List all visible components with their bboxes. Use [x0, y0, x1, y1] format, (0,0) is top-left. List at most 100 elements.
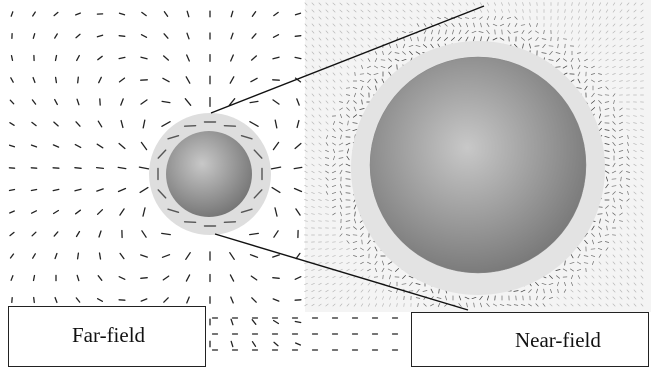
far-field-arrow [296, 13, 301, 15]
far-field-arrow [296, 209, 300, 215]
far-field-arrow [143, 120, 145, 128]
far-field-arrow [97, 35, 102, 37]
far-field-arrow [164, 34, 168, 38]
far-field-arrow [32, 145, 37, 147]
far-field-arrow [251, 78, 257, 81]
far-field-arrow [142, 231, 146, 237]
far-field-arrow [187, 55, 190, 61]
far-field-arrow [77, 275, 79, 280]
far-field-arrow [76, 34, 80, 37]
far-field-arrow [77, 99, 79, 104]
far-field-arrow [271, 167, 280, 169]
far-field-arrow [119, 57, 125, 58]
far-field-arrow [275, 120, 277, 128]
far-field-arrow [139, 167, 148, 169]
shell-arrow [185, 222, 196, 223]
far-field-arrow [54, 122, 58, 126]
far-field-arrow [31, 190, 36, 191]
far-field-arrow [56, 77, 57, 82]
far-field-arrow [252, 34, 256, 38]
far-field-arrow [121, 121, 123, 128]
far-field-arrow [32, 211, 37, 213]
far-field-arrow [120, 78, 125, 82]
far-field-arrow [77, 56, 80, 61]
far-field-arrow [54, 232, 58, 236]
far-field-arrow [251, 255, 258, 258]
far-field-arrow [119, 36, 125, 37]
far-field-arrow [274, 231, 278, 237]
far-field-arrow [55, 34, 58, 38]
far-field-arrow [274, 12, 278, 15]
far-field-arrow [55, 254, 57, 259]
far-field-arrow [252, 56, 257, 60]
far-field-arrow [230, 275, 233, 281]
far-field-arrow [273, 57, 279, 59]
far-field-arrow [186, 253, 190, 260]
far-field-arrow [297, 121, 299, 128]
far-field-arrow [12, 56, 13, 61]
far-field-arrow [295, 189, 302, 192]
far-field-arrow [53, 189, 59, 190]
far-field-arrow [142, 12, 146, 15]
near-field-sphere-particle [370, 57, 586, 273]
far-field-arrow [98, 299, 103, 302]
far-field-arrow [185, 99, 190, 106]
far-field-label: Far-field [72, 325, 145, 346]
far-field-arrow [231, 33, 233, 39]
far-field-arrow [98, 121, 101, 127]
far-field-arrow [162, 101, 170, 102]
far-field-arrow [252, 320, 256, 325]
far-field-arrow [32, 122, 36, 125]
far-field-arrow [273, 299, 279, 301]
far-field-arrow [33, 254, 36, 258]
far-field-arrow [295, 36, 301, 37]
far-field-arrow [273, 278, 279, 279]
far-field-arrow [231, 55, 234, 61]
far-field-arrow [32, 100, 35, 104]
far-field-arrow [187, 33, 189, 39]
far-field-arrow [231, 297, 233, 303]
far-field-arrow [294, 167, 302, 168]
far-field-arrow [273, 255, 280, 257]
far-field-arrow [118, 167, 126, 168]
far-field-arrow [78, 77, 79, 83]
far-field-arrow [119, 189, 126, 192]
far-field-arrow [34, 276, 35, 281]
far-field-arrow [163, 255, 170, 258]
far-field-arrow [143, 208, 145, 216]
far-field-arrow [98, 56, 102, 59]
far-field-arrow [10, 145, 15, 147]
far-field-arrow [11, 276, 13, 281]
far-field-arrow [295, 144, 301, 149]
far-field-arrow [274, 321, 279, 324]
far-field-arrow [55, 100, 58, 105]
far-field-arrow [187, 297, 189, 303]
far-field-arrow [10, 211, 15, 213]
far-field-arrow [231, 11, 233, 16]
far-field-arrow [275, 208, 277, 216]
far-field-arrow [162, 233, 171, 234]
far-field-arrow [34, 298, 35, 303]
far-field-arrow [97, 168, 104, 169]
far-field-arrow [56, 56, 57, 61]
far-field-arrow [10, 100, 13, 104]
far-field-arrow [164, 56, 169, 60]
far-field-arrow [186, 77, 190, 83]
far-field-arrow [75, 168, 81, 169]
shell-arrow [224, 126, 235, 127]
far-field-arrow [253, 342, 256, 347]
far-field-arrow [33, 12, 36, 16]
far-field-arrow [274, 35, 279, 38]
far-field-arrow [55, 298, 57, 303]
far-field-arrow [141, 142, 146, 149]
far-field-arrow [162, 122, 170, 127]
far-field-arrow [141, 299, 147, 301]
far-field-arrow [76, 13, 81, 15]
far-field-arrow [11, 254, 14, 258]
far-field-arrow [11, 78, 13, 82]
far-field-arrow [33, 78, 35, 83]
far-field-arrow [76, 122, 80, 126]
far-field-arrow [32, 232, 36, 236]
far-field-arrow [141, 100, 147, 104]
far-field-arrow [250, 101, 258, 102]
